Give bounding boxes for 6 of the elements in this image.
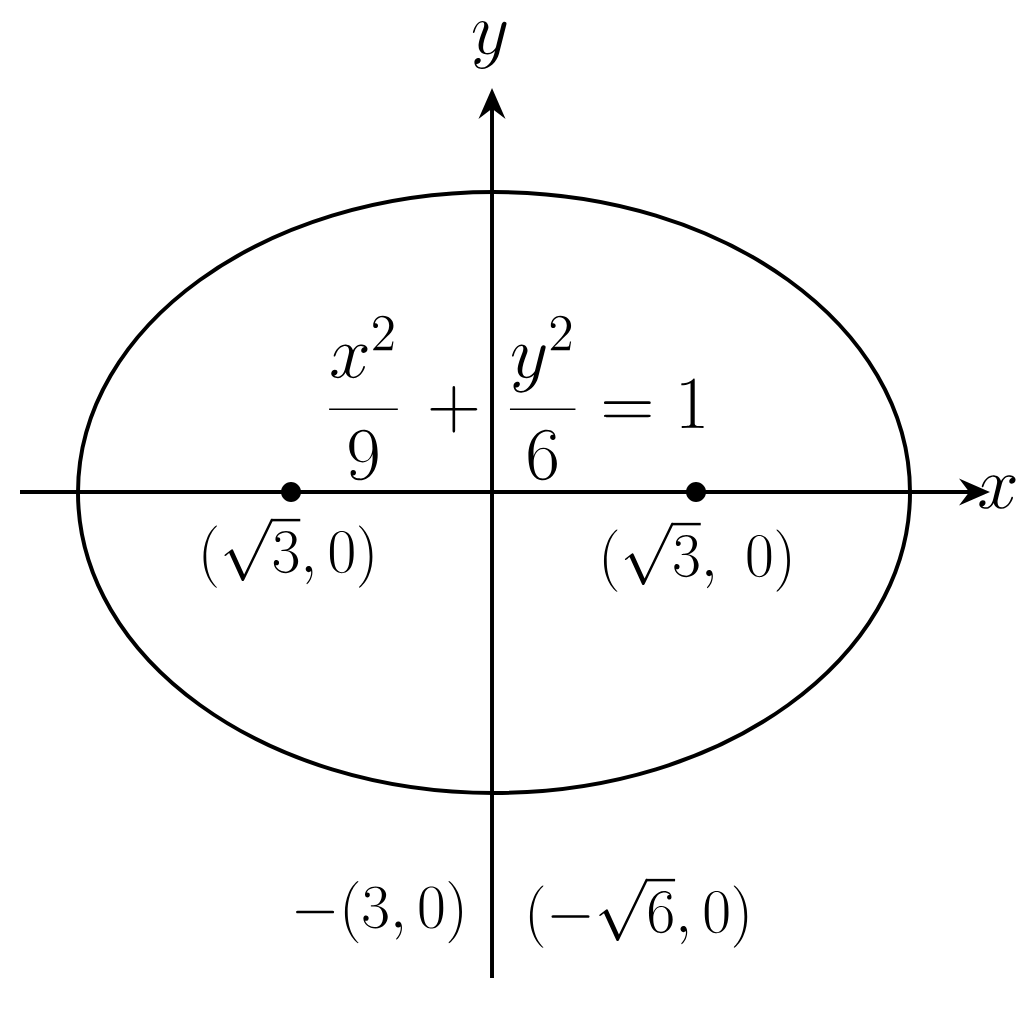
- point-label: $(-\sqrt{6},0)$: [529, 878, 748, 948]
- point-label: $(\sqrt{3},\ 0)$: [603, 522, 790, 592]
- axis-label: $x$: [979, 475, 1016, 509]
- axis-label: $y$: [472, 20, 507, 70]
- point-label: $-(3,0)$: [296, 881, 462, 944]
- point-label: $(\sqrt{3},0)$: [203, 518, 373, 588]
